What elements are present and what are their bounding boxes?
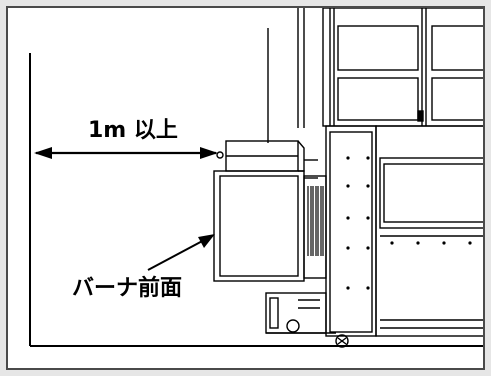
clearance-arrow <box>34 147 218 159</box>
burner-top-housing <box>216 140 318 172</box>
duct-lines <box>267 8 305 143</box>
burner-front-label: バーナ前面 <box>72 276 183 301</box>
wall <box>29 53 483 347</box>
machine-lower-body <box>325 125 483 337</box>
burner-body <box>213 170 327 282</box>
rivets <box>346 156 472 290</box>
vent-grill <box>307 186 324 256</box>
clearance-label: 1m 以上 <box>88 118 178 143</box>
upper-cabinet <box>322 8 483 127</box>
burner-front-leader <box>147 234 215 271</box>
diagram-frame: 1m 以上 バーナ前面 <box>6 6 485 370</box>
base-motor <box>265 292 336 334</box>
caster-wheel <box>335 334 349 348</box>
machine-drawing <box>29 8 483 348</box>
